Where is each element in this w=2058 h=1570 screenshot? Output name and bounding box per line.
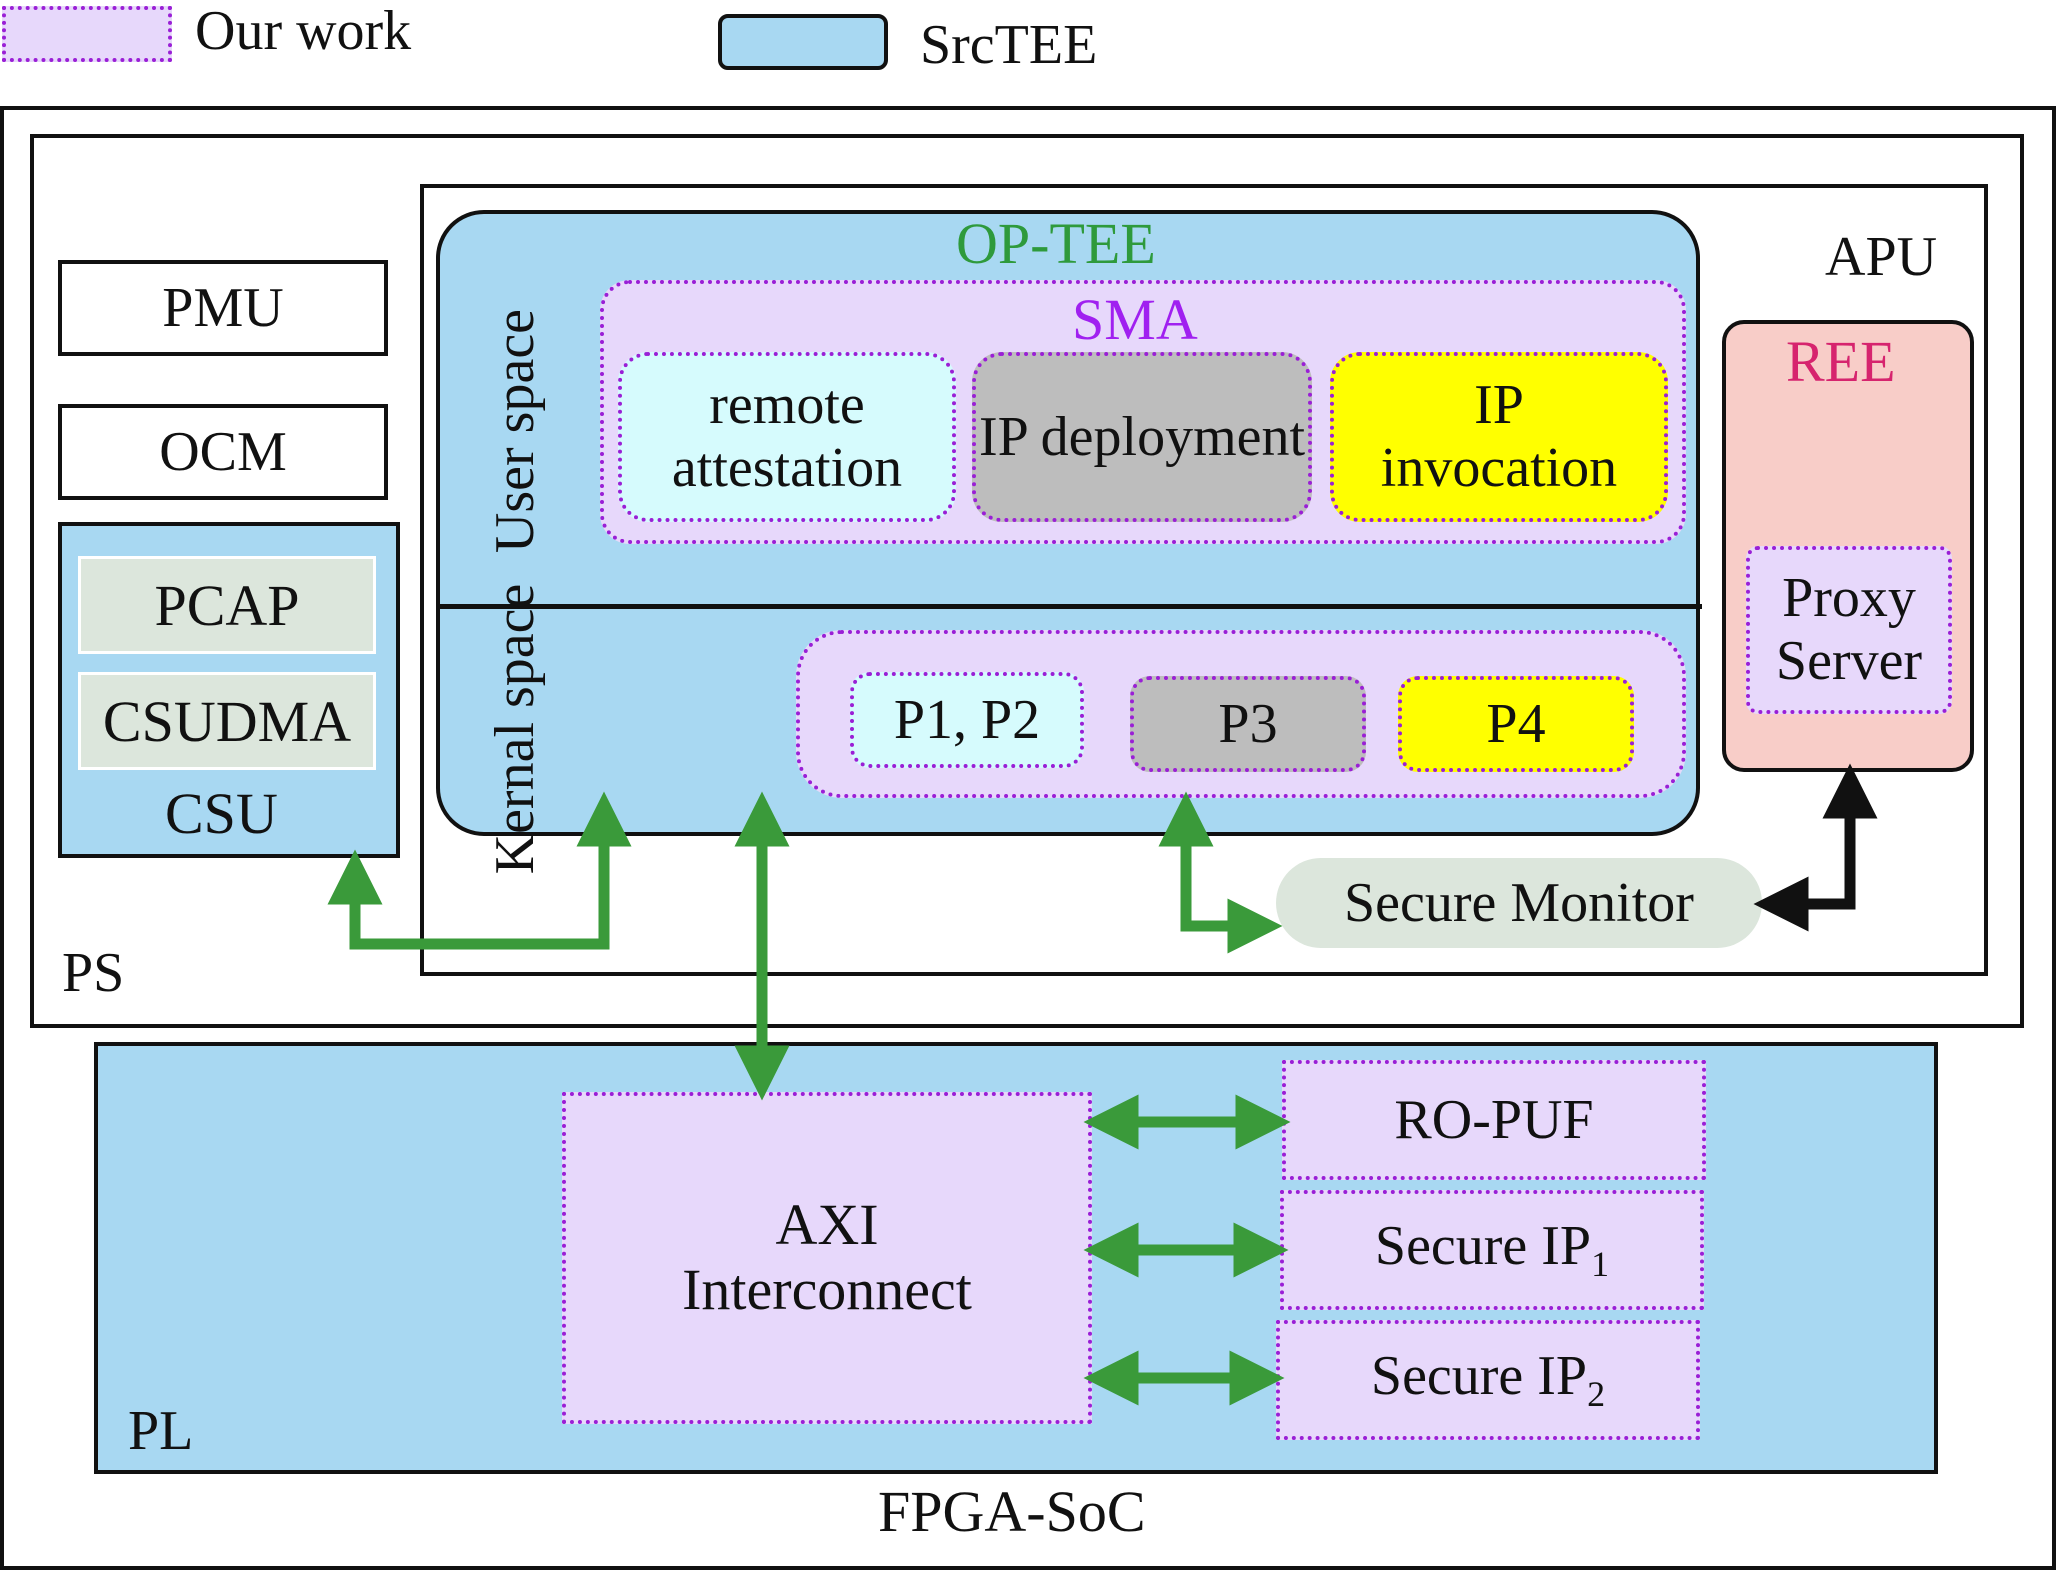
apu-frame xyxy=(420,184,1988,976)
secure-ip1-subscript: 1 xyxy=(1591,1244,1610,1285)
ip-invocation-label: IP invocation xyxy=(1380,374,1618,499)
arrow-p3-secure-monitor xyxy=(1158,791,1283,954)
pcap-label: PCAP xyxy=(154,572,300,638)
ip-deployment-block: IP deployment xyxy=(972,352,1312,522)
pmu-block: PMU xyxy=(58,260,388,356)
csudma-label: CSUDMA xyxy=(102,688,352,754)
ro-puf-label: RO-PUF xyxy=(1394,1089,1594,1151)
proxy-server-label: Proxy Server xyxy=(1775,567,1923,692)
p1-p2-block: P1, P2 xyxy=(850,672,1084,768)
p4-block: P4 xyxy=(1398,676,1634,772)
secure-ip1-block: Secure IP1 xyxy=(1280,1190,1704,1310)
pl-label: PL xyxy=(128,1400,194,1462)
ps-label: PS xyxy=(62,942,125,1004)
arrow-csu-kernel xyxy=(327,791,632,950)
axi-interconnect-block: AXI Interconnect xyxy=(562,1092,1092,1424)
remote-attestation-block: remote attestation xyxy=(618,352,956,522)
secure-monitor-label: Secure Monitor xyxy=(1344,872,1694,934)
legend-our-work-swatch xyxy=(2,6,172,62)
csu-label: CSU xyxy=(165,781,278,846)
remote-attestation-label: remote attestation xyxy=(671,374,903,499)
user-kernel-divider xyxy=(436,604,1702,609)
p3-block: P3 xyxy=(1130,676,1366,772)
p1-p2-label: P1, P2 xyxy=(893,689,1041,751)
secure-ip2-block: Secure IP2 xyxy=(1276,1320,1700,1440)
ip-deployment-label: IP deployment xyxy=(978,405,1306,468)
ip-invocation-block: IP invocation xyxy=(1330,352,1668,522)
op-tee-label: OP-TEE xyxy=(956,211,1156,276)
p3-label: P3 xyxy=(1218,693,1278,755)
ro-puf-block: RO-PUF xyxy=(1282,1060,1706,1180)
fpga-soc-label: FPGA-SoC xyxy=(878,1479,1146,1544)
axi-interconnect-label: AXI Interconnect xyxy=(682,1192,972,1322)
ocm-label: OCM xyxy=(159,421,287,483)
secure-ip2-subscript: 2 xyxy=(1587,1374,1606,1415)
legend-srctee-label: SrcTEE xyxy=(920,14,1098,76)
ocm-block: OCM xyxy=(58,404,388,500)
pmu-label: PMU xyxy=(162,277,284,339)
legend-srctee-swatch xyxy=(718,14,888,70)
p4-label: P4 xyxy=(1486,693,1546,755)
legend-our-work-label: Our work xyxy=(195,0,412,62)
proxy-server-block: Proxy Server xyxy=(1746,546,1952,714)
sma-label: SMA xyxy=(1072,287,1198,352)
ree-label: REE xyxy=(1786,329,1896,394)
secure-monitor-block: Secure Monitor xyxy=(1276,858,1762,948)
apu-label: APU xyxy=(1825,226,1938,288)
secure-ip1-label: Secure IP1 xyxy=(1374,1215,1610,1285)
secure-ip2-label: Secure IP2 xyxy=(1370,1345,1606,1415)
pcap-block: PCAP xyxy=(78,556,376,654)
ps-frame xyxy=(30,134,2024,1028)
csudma-block: CSUDMA xyxy=(78,672,376,770)
arrow-secure-monitor-ree xyxy=(1753,763,1878,932)
